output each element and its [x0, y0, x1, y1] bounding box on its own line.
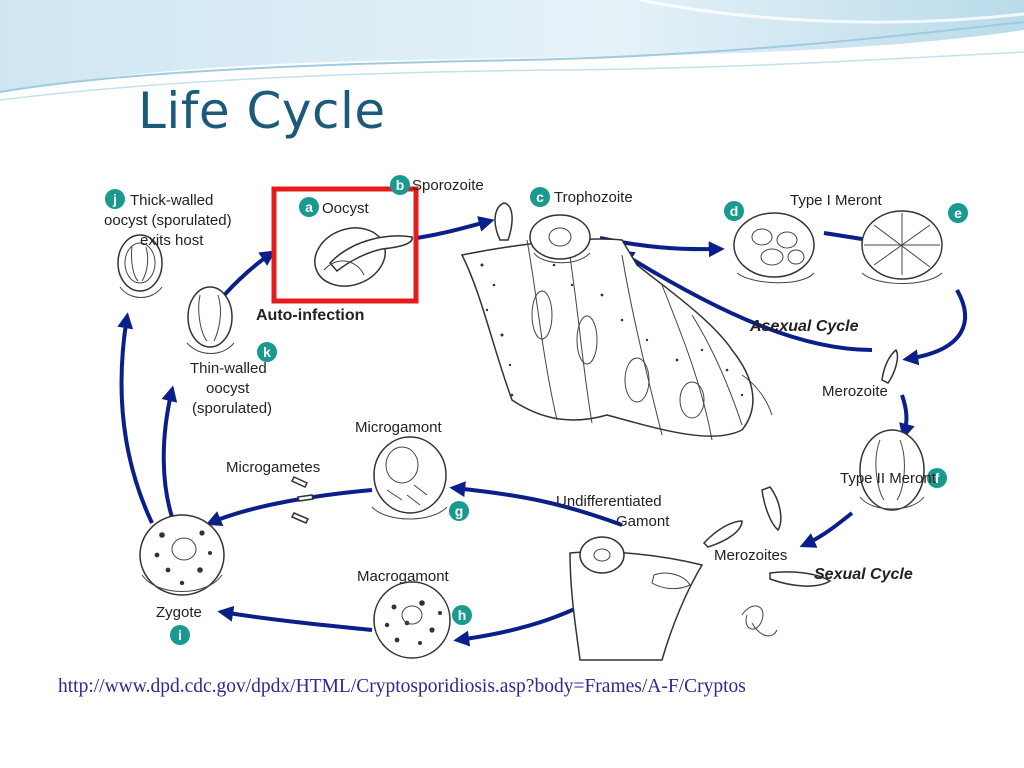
svg-text:d: d	[730, 203, 739, 219]
svg-text:f: f	[935, 470, 940, 486]
header-wave-decoration	[0, 0, 1024, 101]
badge-b: b	[390, 175, 410, 195]
type-ii-meront-drawing	[859, 429, 925, 511]
label-asexual-cycle: Asexual Cycle	[749, 318, 859, 335]
badge-d: d	[724, 201, 744, 221]
arrow-oocyst-to-sporozoite	[416, 216, 495, 240]
zygote-drawing	[139, 514, 225, 596]
label-gamont: Gamont	[616, 513, 670, 530]
arrow-meront-i-to-e	[823, 231, 863, 241]
badge-c: c	[530, 187, 550, 207]
life-cycle-diagram: a b c d e f g h i j k Oocyst Sporozoite …	[102, 145, 976, 665]
svg-text:h: h	[458, 607, 467, 623]
svg-text:b: b	[396, 177, 405, 193]
label-merozoites: Merozoites	[714, 547, 787, 564]
label-thick-walled-3: exits host	[140, 232, 204, 249]
arrow-microgametes-to-zygote	[205, 488, 373, 526]
label-oocyst: Oocyst	[322, 200, 370, 217]
label-macrogamont: Macrogamont	[357, 568, 450, 585]
source-url: http://www.dpd.cdc.gov/dpdx/HTML/Cryptos…	[58, 676, 746, 697]
badge-i: i	[170, 625, 190, 645]
arrow-macrogamont-to-zygote	[217, 605, 373, 632]
label-type-ii-meront: Type II Meront	[840, 470, 937, 487]
thin-walled-oocyst-drawing	[186, 286, 235, 354]
stage-badges: a b c d e f g h i j k	[105, 175, 968, 645]
oocyst-highlight-box	[271, 186, 419, 304]
arrow-type-ii-to-merozoites	[799, 511, 854, 548]
label-sexual-cycle: Sexual Cycle	[814, 566, 913, 583]
arrow-gamont-to-microgamont	[449, 481, 623, 527]
badge-g: g	[449, 501, 469, 521]
label-zygote: Zygote	[156, 604, 202, 621]
label-thick-walled-1: Thick-walled	[130, 192, 213, 209]
svg-text:i: i	[178, 627, 182, 643]
label-trophozoite: Trophozoite	[554, 189, 633, 206]
arrow-auto-infection	[218, 250, 276, 302]
badge-k: k	[257, 342, 277, 362]
microgametes-drawing	[290, 476, 314, 524]
svg-text:a: a	[305, 199, 313, 215]
badge-j: j	[105, 189, 125, 209]
label-auto-infection: Auto-infection	[256, 307, 364, 324]
slide-title: Life Cycle	[138, 82, 386, 140]
label-thin-walled-2: oocyst	[206, 380, 250, 397]
label-microgametes: Microgametes	[226, 459, 320, 476]
sexual-merozoites-drawing	[702, 486, 832, 637]
label-microgamont: Microgamont	[355, 419, 443, 436]
badge-f: f	[927, 468, 947, 488]
type-i-meront-drawing	[733, 212, 815, 284]
arrow-merozoite-to-type-ii	[899, 394, 915, 440]
undifferentiated-gamont-drawing	[569, 536, 704, 661]
thick-walled-oocyst-drawing	[117, 234, 163, 298]
label-type-i-meront: Type I Meront	[790, 192, 883, 209]
stage-labels: Oocyst Sporozoite Trophozoite Type I Mer…	[104, 177, 937, 621]
label-thick-walled-2: oocyst (sporulated)	[104, 212, 232, 229]
label-merozoite: Merozoite	[822, 383, 888, 400]
arrow-merozoite-back-asexual	[617, 250, 873, 352]
badge-e: e	[948, 203, 968, 223]
arrow-to-merozoite	[902, 289, 967, 366]
svg-text:c: c	[536, 189, 544, 205]
svg-text:e: e	[954, 205, 962, 221]
macrogamont-drawing	[373, 581, 451, 659]
trophozoite-drawing	[529, 214, 591, 264]
label-thin-walled-1: Thin-walled	[190, 360, 267, 377]
host-epithelial-tissue	[460, 237, 773, 441]
microgamont-drawing	[371, 436, 448, 520]
badge-h: h	[452, 605, 472, 625]
svg-text:j: j	[112, 191, 117, 207]
label-sporozoite: Sporozoite	[412, 177, 484, 194]
label-thin-walled-3: (sporulated)	[192, 400, 272, 417]
svg-text:k: k	[263, 344, 271, 360]
badge-a: a	[299, 197, 319, 217]
svg-text:g: g	[455, 503, 464, 519]
meront-e-drawing	[861, 210, 943, 284]
arrow-zygote-to-thin-walled	[161, 385, 178, 518]
oocyst-drawing	[314, 227, 413, 287]
arrow-zygote-to-thick-walled	[117, 312, 154, 524]
label-undifferentiated: Undifferentiated	[556, 493, 662, 510]
sporozoite-drawing	[494, 202, 513, 241]
merozoite-drawing	[881, 348, 899, 384]
